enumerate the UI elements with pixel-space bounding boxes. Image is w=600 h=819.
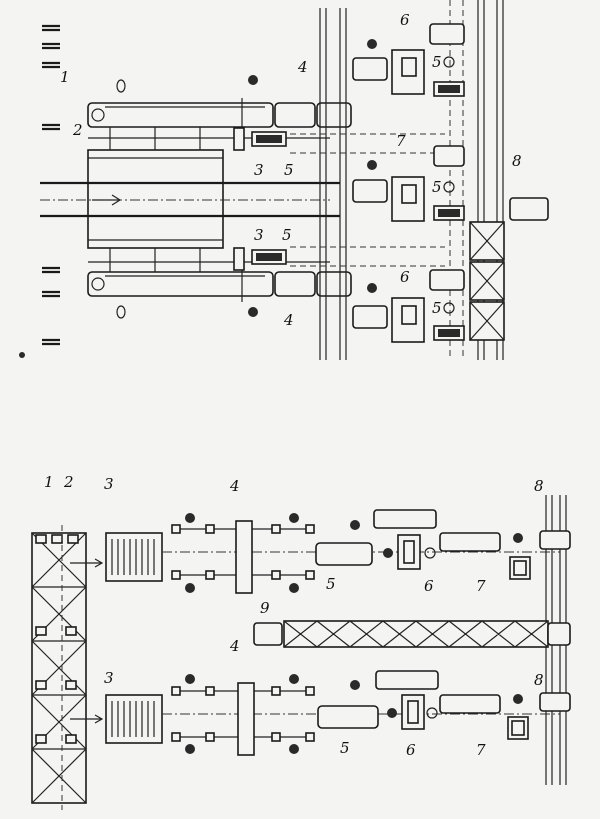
bottom-number-labels: 1 2 3 3 4 4 5 5 6 6 7 7 8 8 9 [44,473,544,759]
unit-7 [391,176,425,222]
roller-table-lower [162,682,560,756]
roller-table-upper [162,520,560,594]
label-7: 7 [396,132,406,150]
operator-dots [19,39,455,358]
label-5-e: 5 [432,299,442,317]
label-4-upper: 4 [229,477,240,495]
bottom-operator-dots [185,513,523,754]
dark-unit-lower [251,249,287,265]
label-8-lower: 8 [534,671,544,689]
conveyors-5 [315,509,501,729]
label-5-lower: 5 [340,739,350,757]
top-number-labels: 1 2 3 3 4 4 5 5 5 5 5 6 6 7 8 [60,11,522,329]
label-5-a: 5 [284,161,294,179]
upper-conveyor [87,102,352,128]
units-6 [397,534,425,730]
label-8-upper: 8 [534,477,544,495]
cross-boxes [469,221,505,341]
label-5-c: 5 [432,53,442,71]
right-rollers [352,23,549,329]
dashed-connectors [290,0,464,360]
label-6-upper: 6 [424,577,434,595]
unit-6-lower [391,297,425,343]
label-4-lower: 4 [229,637,240,655]
label-1: 1 [60,68,70,86]
post-upper [233,127,245,151]
dark-unit-upper [251,131,287,147]
label-3-lower: 3 [254,226,264,244]
label-8: 8 [512,152,522,170]
unit-6-upper [391,49,425,95]
label-9: 9 [260,599,270,617]
vertical-rails [241,8,347,360]
label-5-d: 5 [432,178,442,196]
left-edge-marks [42,24,60,346]
feeder-lower [70,694,163,744]
label-3-upper: 3 [254,161,264,179]
label-4-upper: 4 [297,58,308,76]
left-cross-column [31,525,87,810]
dark-units-right [433,81,465,341]
label-5-b: 5 [282,226,292,244]
bottom-layout-diagram: 1 2 3 3 4 4 5 5 6 6 7 7 8 8 9 [31,473,571,810]
label-3-lower: 3 [104,669,114,687]
main-bed [40,127,340,272]
label-5-upper: 5 [326,575,336,593]
label-4-lower: 4 [283,311,294,329]
label-6-lower: 6 [400,268,410,286]
feeder-upper [70,532,163,582]
units-7 [507,556,531,740]
label-7-upper: 7 [476,577,486,595]
post-lower [233,247,245,271]
label-3-upper: 3 [104,475,114,493]
label-7-lower: 7 [476,741,486,759]
lower-conveyor [87,271,352,297]
label-1: 1 [44,473,54,491]
label-6-lower: 6 [406,741,416,759]
label-6-upper: 6 [400,11,410,29]
top-layout-diagram: 1 2 3 3 4 4 5 5 5 5 5 6 6 7 8 [19,0,549,360]
label-2: 2 [72,121,83,139]
label-2: 2 [63,473,74,491]
transfer-conveyor-9 [253,620,571,648]
